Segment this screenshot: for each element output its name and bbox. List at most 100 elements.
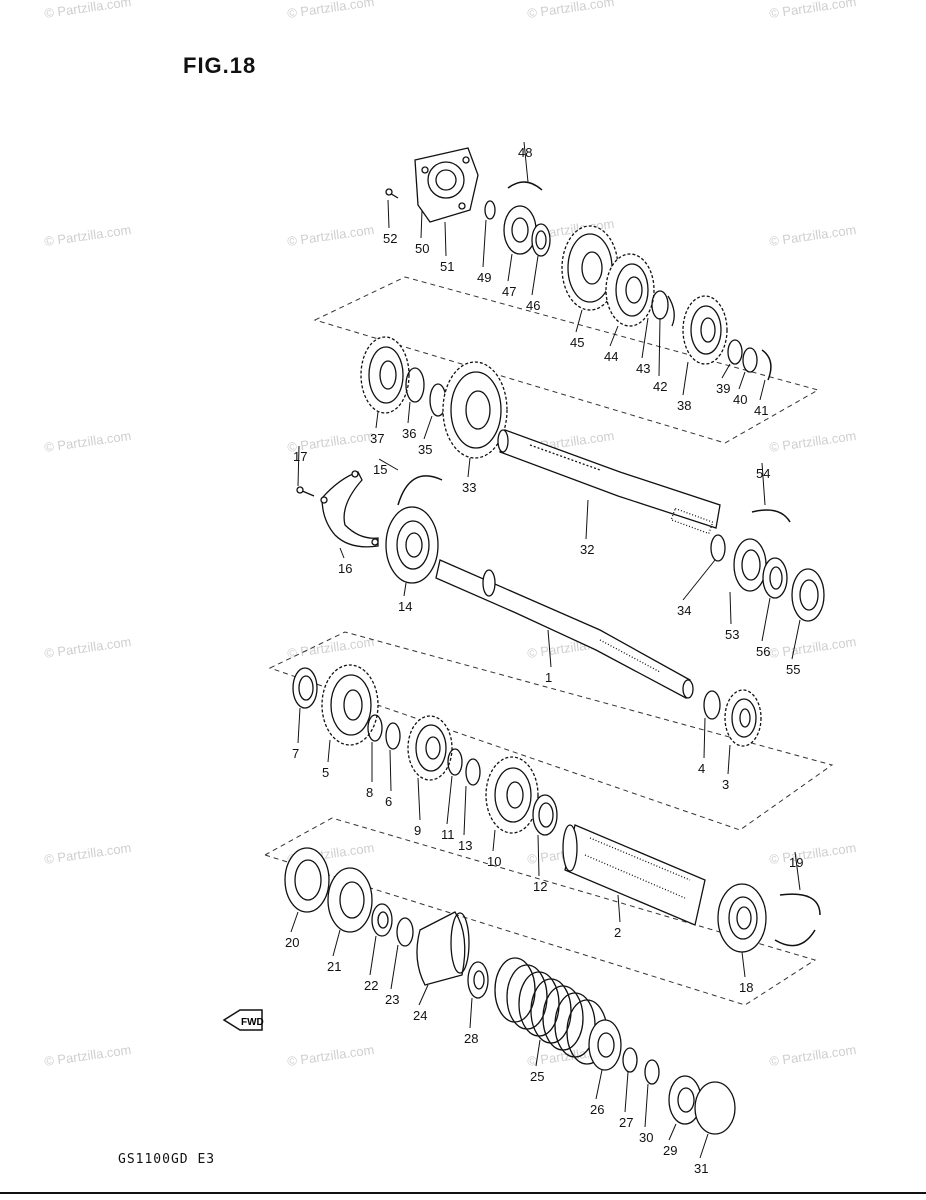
part-label-11[interactable]: 11 — [441, 827, 455, 842]
part-label-30[interactable]: 30 — [639, 1130, 653, 1145]
part-label-28[interactable]: 28 — [464, 1031, 478, 1046]
washer-27 — [622, 1047, 638, 1073]
part-label-41[interactable]: 41 — [754, 403, 768, 418]
part-label-26[interactable]: 26 — [590, 1102, 604, 1117]
part-label-8[interactable]: 8 — [366, 785, 373, 800]
part-label-42[interactable]: 42 — [653, 379, 667, 394]
leader-line-32 — [585, 499, 589, 540]
bushing-12 — [532, 794, 558, 836]
part-label-29[interactable]: 29 — [663, 1143, 677, 1158]
part-label-47[interactable]: 47 — [502, 284, 516, 299]
part-label-40[interactable]: 40 — [733, 392, 747, 407]
part-label-53[interactable]: 53 — [725, 627, 739, 642]
gear-33 — [442, 361, 508, 459]
leader-line-23 — [390, 944, 399, 990]
leader-line-50 — [420, 209, 423, 239]
bearing-22 — [371, 903, 393, 937]
bushing-7 — [292, 667, 318, 709]
leader-line-18 — [741, 951, 746, 978]
leader-line-10 — [492, 829, 496, 852]
part-label-18[interactable]: 18 — [739, 980, 753, 995]
part-label-45[interactable]: 45 — [570, 335, 584, 350]
leader-line-37 — [375, 411, 379, 429]
part-label-6[interactable]: 6 — [385, 794, 392, 809]
part-label-32[interactable]: 32 — [580, 542, 594, 557]
part-label-43[interactable]: 43 — [636, 361, 650, 376]
part-label-10[interactable]: 10 — [487, 854, 501, 869]
gear-10 — [485, 756, 539, 834]
part-label-25[interactable]: 25 — [530, 1069, 544, 1084]
part-label-17[interactable]: 17 — [293, 449, 307, 464]
washer-39 — [727, 339, 743, 365]
part-label-46[interactable]: 46 — [526, 298, 540, 313]
clutch-group-box — [263, 817, 817, 1006]
leader-line-24 — [418, 984, 429, 1006]
watermark-text: © Partzilla.com — [43, 428, 132, 455]
part-label-33[interactable]: 33 — [462, 480, 476, 495]
part-label-51[interactable]: 51 — [440, 259, 454, 274]
watermark-text: © Partzilla.com — [286, 0, 375, 21]
part-label-38[interactable]: 38 — [677, 398, 691, 413]
part-label-21[interactable]: 21 — [327, 959, 341, 974]
part-label-55[interactable]: 55 — [786, 662, 800, 677]
part-label-52[interactable]: 52 — [383, 231, 397, 246]
part-label-19[interactable]: 19 — [789, 855, 803, 870]
part-label-44[interactable]: 44 — [604, 349, 618, 364]
part-label-7[interactable]: 7 — [292, 746, 299, 761]
circlip-54 — [751, 509, 791, 523]
part-number-labels: 1234567891011121314151617181920212223242… — [285, 145, 803, 1176]
part-label-1[interactable]: 1 — [545, 670, 552, 685]
part-label-2[interactable]: 2 — [614, 925, 621, 940]
part-label-3[interactable]: 3 — [722, 777, 729, 792]
part-label-9[interactable]: 9 — [414, 823, 421, 838]
part-label-4[interactable]: 4 — [698, 761, 705, 776]
part-label-48[interactable]: 48 — [518, 145, 532, 160]
part-label-24[interactable]: 24 — [413, 1008, 427, 1023]
part-label-20[interactable]: 20 — [285, 935, 299, 950]
part-label-16[interactable]: 16 — [338, 561, 352, 576]
gear-3 — [724, 689, 762, 747]
circlip-48 — [507, 181, 543, 191]
circlip-19 — [774, 893, 821, 947]
watermark-text: © Partzilla.com — [286, 1042, 375, 1069]
leader-line-45 — [575, 309, 583, 333]
spacer-56 — [762, 557, 788, 599]
part-label-56[interactable]: 56 — [756, 644, 770, 659]
part-label-14[interactable]: 14 — [398, 599, 412, 614]
part-label-5[interactable]: 5 — [322, 765, 329, 780]
part-label-49[interactable]: 49 — [477, 270, 491, 285]
clutch-sleeve-hub-24 — [416, 911, 470, 986]
watermark-text: © Partzilla.com — [286, 222, 375, 249]
washer-46 — [531, 223, 551, 257]
part-label-23[interactable]: 23 — [385, 992, 399, 1007]
watermark-text: © Partzilla.com — [286, 634, 375, 661]
leader-line-6 — [389, 749, 392, 792]
part-label-27[interactable]: 27 — [619, 1115, 633, 1130]
screw-52 — [385, 188, 399, 199]
leader-line-3 — [727, 744, 731, 775]
part-label-13[interactable]: 13 — [458, 838, 472, 853]
cap-31 — [694, 1081, 736, 1135]
leader-line-44 — [609, 325, 619, 347]
washer-23 — [396, 917, 414, 947]
watermark-text: © Partzilla.com — [43, 0, 132, 21]
part-label-12[interactable]: 12 — [533, 879, 547, 894]
leader-line-30 — [644, 1083, 649, 1128]
part-label-39[interactable]: 39 — [716, 381, 730, 396]
part-label-37[interactable]: 37 — [370, 431, 384, 446]
part-label-50[interactable]: 50 — [415, 241, 429, 256]
part-label-31[interactable]: 31 — [694, 1161, 708, 1176]
part-label-54[interactable]: 54 — [756, 466, 770, 481]
leader-line-12 — [537, 834, 540, 877]
part-label-36[interactable]: 36 — [402, 426, 416, 441]
part-label-22[interactable]: 22 — [364, 978, 378, 993]
washer-4 — [703, 690, 721, 720]
leader-line-40 — [738, 371, 746, 390]
spring-washer-28 — [467, 961, 489, 999]
bearing-47 — [503, 205, 537, 255]
bearing-14 — [385, 506, 439, 584]
part-label-15[interactable]: 15 — [373, 462, 387, 477]
driveshaft-1 — [435, 559, 694, 699]
part-label-35[interactable]: 35 — [418, 442, 432, 457]
part-label-34[interactable]: 34 — [677, 603, 691, 618]
